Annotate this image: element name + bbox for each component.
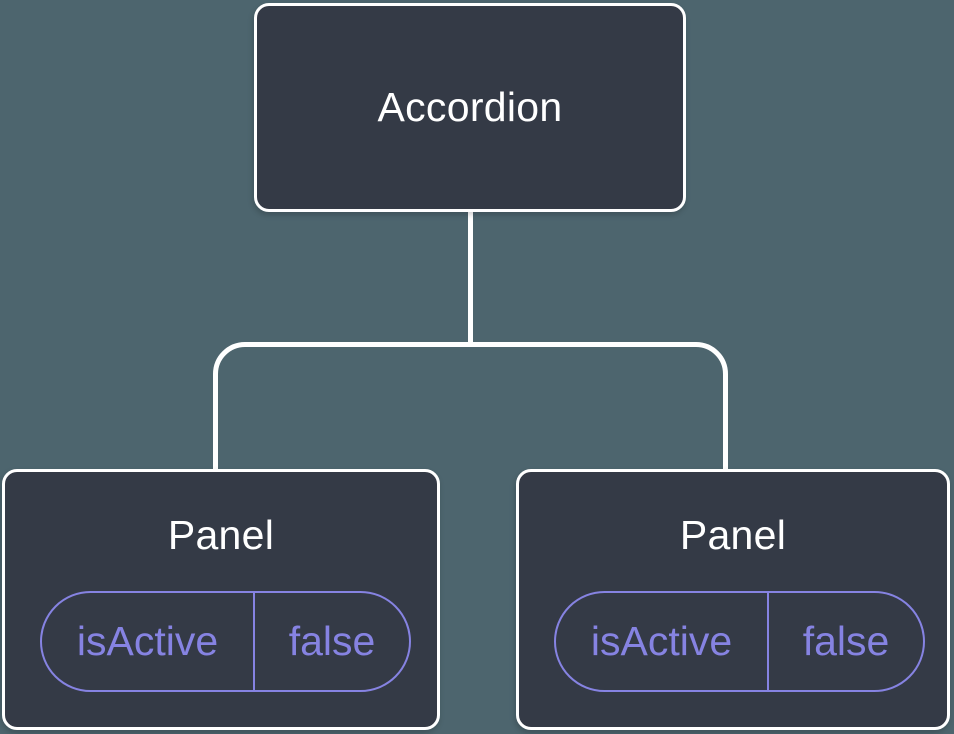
state-value: false — [288, 618, 376, 664]
state-value: false — [802, 618, 890, 664]
state-key: isActive — [556, 593, 769, 690]
node-panel-1-label: Panel — [167, 512, 275, 558]
state-pill: isActive false — [40, 591, 411, 692]
connector-branch — [213, 342, 728, 471]
state-pill: isActive false — [554, 591, 925, 692]
node-accordion: Accordion — [254, 3, 686, 212]
node-panel-1: Panel isActive false — [2, 469, 440, 730]
node-panel-2: Panel isActive false — [516, 469, 950, 730]
node-accordion-label: Accordion — [377, 84, 563, 130]
state-key: isActive — [42, 593, 255, 690]
node-panel-2-label: Panel — [679, 512, 787, 558]
